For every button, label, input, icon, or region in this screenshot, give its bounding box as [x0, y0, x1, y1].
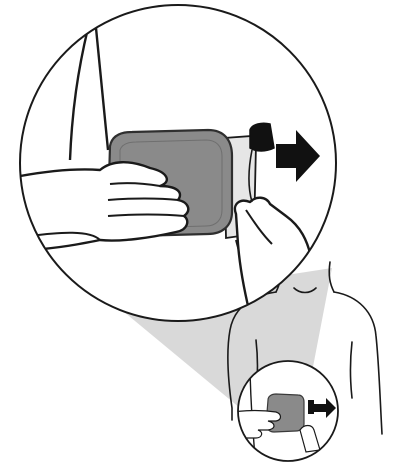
patch-application-diagram	[0, 0, 394, 469]
